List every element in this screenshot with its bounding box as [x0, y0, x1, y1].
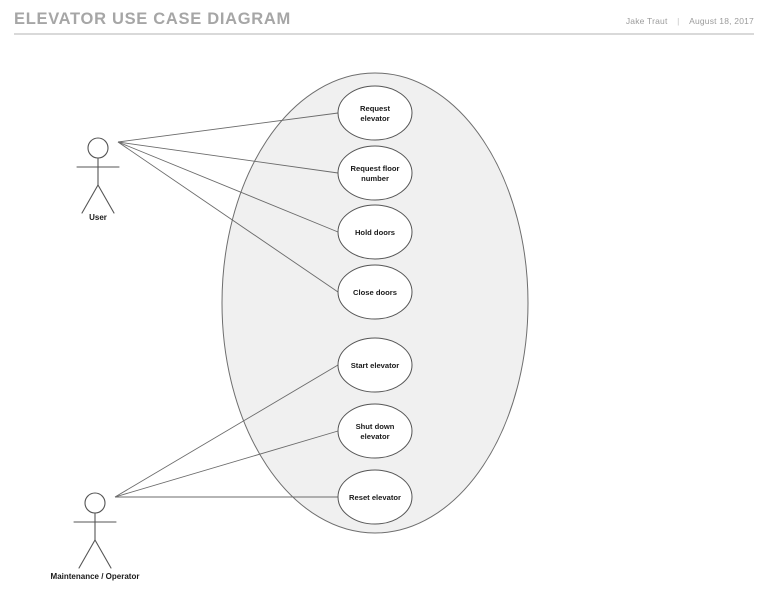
association-maintenance-to-start-elevator — [114, 364, 339, 498]
use-case-label: Hold doors — [355, 228, 395, 237]
use-case-label: elevator — [360, 114, 389, 123]
use-case-ellipse — [337, 469, 413, 525]
use-case-label: Request — [360, 104, 390, 113]
actor-leg-right — [97, 184, 115, 214]
actor-head — [84, 492, 106, 514]
page-title: ELEVATOR USE CASE DIAGRAM — [14, 10, 291, 28]
header-meta: Jake Traut | August 18, 2017 — [626, 16, 754, 26]
use-case-label: Shut down — [356, 422, 395, 431]
page-header: ELEVATOR USE CASE DIAGRAM Jake Traut | A… — [0, 0, 768, 40]
use-case-start-elevator[interactable]: Start elevator — [337, 337, 413, 393]
header-separator: | — [677, 16, 680, 26]
use-case-ellipse — [337, 145, 413, 201]
actor-maintenance[interactable]: Maintenance / Operator — [51, 492, 140, 581]
use-case-label: Close doors — [353, 288, 397, 297]
association-user-to-request-floor-number — [117, 141, 339, 174]
actor-label: Maintenance / Operator — [51, 572, 140, 581]
use-case-label: elevator — [360, 432, 389, 441]
use-case-ellipse — [337, 85, 413, 141]
association-user-to-close-doors — [117, 141, 339, 293]
actor-label: User — [89, 213, 107, 222]
use-case-hold-doors[interactable]: Hold doors — [337, 204, 413, 260]
actor-head — [87, 137, 109, 159]
header-author: Jake Traut — [625, 16, 668, 26]
actor-user[interactable]: User — [76, 137, 120, 222]
use-case-label: Request floor — [351, 164, 400, 173]
use-case-close-doors[interactable]: Close doors — [337, 264, 413, 320]
use-case-ellipse — [337, 264, 413, 320]
actor-leg-right — [94, 539, 112, 569]
use-case-label: Start elevator — [351, 361, 400, 370]
use-case-reset-elevator[interactable]: Reset elevator — [337, 469, 413, 525]
actor-leg-left — [78, 539, 96, 569]
actor-leg-left — [81, 184, 99, 214]
association-maintenance-to-shut-down-elevator — [114, 430, 339, 498]
association-user-to-request-elevator — [117, 112, 339, 143]
association-user-to-hold-doors — [117, 141, 339, 233]
association-lines — [114, 112, 339, 498]
use-case-ellipse — [337, 204, 413, 260]
header-date: August 18, 2017 — [689, 16, 754, 26]
header-divider — [14, 33, 754, 35]
use-case-ellipse — [337, 403, 413, 459]
use-case-ellipse — [337, 337, 413, 393]
use-case-label: Reset elevator — [349, 493, 401, 502]
use-case-label: number — [361, 174, 389, 183]
